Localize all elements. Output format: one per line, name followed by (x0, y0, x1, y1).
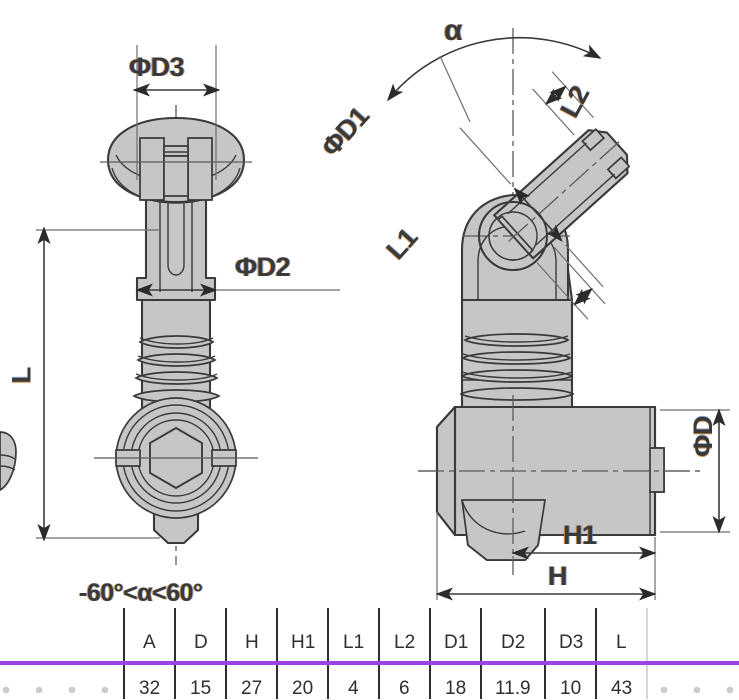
thread-coils-left (132, 335, 221, 403)
table-header-cell: D1 (444, 632, 469, 653)
label-phi-d: ΦD (687, 416, 718, 457)
label-phi-d2: ΦD2 (235, 252, 291, 282)
right-view-part (386, 28, 730, 601)
table-header-cell: D (194, 632, 208, 653)
left-edge-partial-part (0, 431, 17, 491)
table-header-cell: H1 (291, 632, 316, 653)
label-phi-d3: ΦD3 (129, 52, 185, 82)
table-header-cell: D2 (501, 632, 526, 653)
table-value-cell: 4 (348, 678, 359, 699)
table-header-cell: L1 (343, 632, 365, 653)
ball-joint-left (94, 397, 258, 519)
table-value-cell: 6 (399, 678, 410, 699)
bottom-dots (2, 686, 734, 694)
label-height-h: H (548, 561, 568, 591)
table-value-cell: 10 (560, 678, 582, 699)
label-alpha: α (444, 14, 462, 47)
table-header-cell: A (143, 632, 156, 653)
table-header-cell: D3 (559, 632, 584, 653)
table-value-cell: 20 (292, 678, 314, 699)
table-value-cell: 27 (241, 678, 263, 699)
left-view-part (36, 45, 340, 565)
table-value-cell: 32 (139, 678, 161, 699)
table-value-cell: 43 (611, 678, 633, 699)
table-header-cell: L (616, 632, 627, 653)
thread-coils-right (459, 333, 575, 401)
table-header-cell: L2 (394, 632, 416, 653)
table-value-cell: 11.9 (495, 678, 531, 699)
label-length-l: L (6, 367, 37, 384)
angle-range-note: -60°<α<60° (79, 579, 203, 607)
table-value-cell: 18 (445, 678, 467, 699)
label-height-h1: H1 (563, 520, 597, 550)
table-header-cell: H (245, 632, 259, 653)
table-value-cell: 15 (190, 678, 212, 699)
table-rules (0, 608, 739, 699)
